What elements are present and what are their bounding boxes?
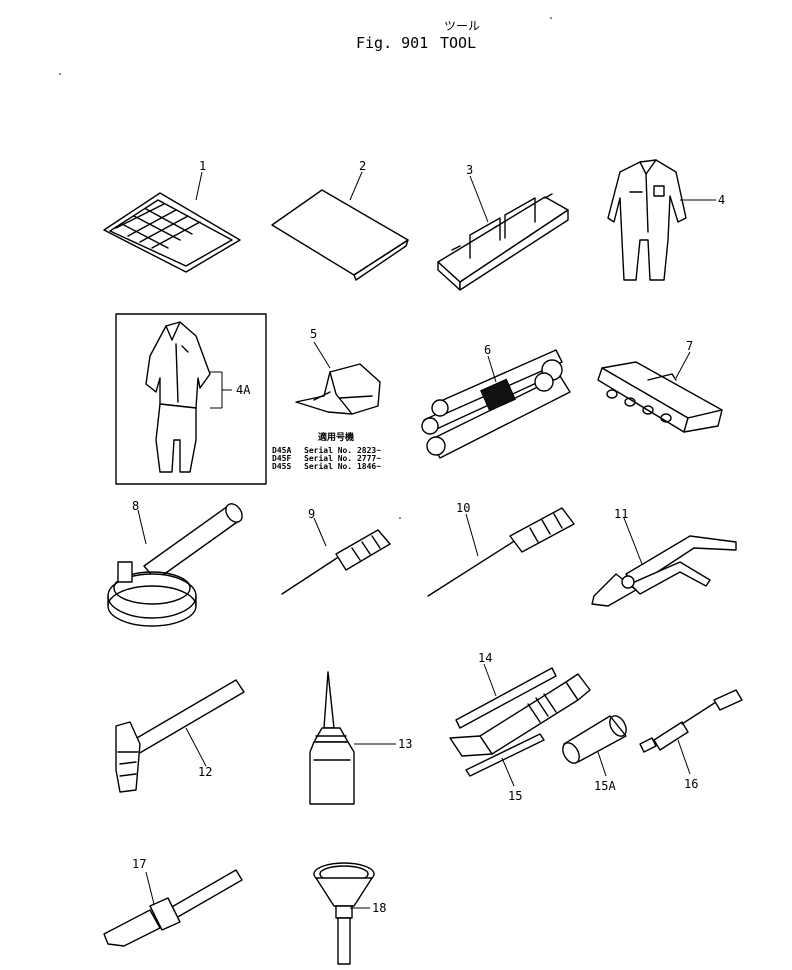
part-9-screwdriver: 9 — [281, 507, 391, 595]
callout-13: 13 — [398, 737, 412, 751]
part-7-socket-case: 7 — [597, 339, 723, 433]
part-14-grease-gun: 14 15 — [449, 651, 591, 803]
serial-row-text: Serial No. 2777~ — [304, 453, 381, 463]
serial-row-model: D45F — [272, 454, 291, 463]
callout-15a: 15A — [594, 779, 616, 793]
callout-15: 15 — [508, 789, 522, 803]
part-10-screwdriver: 10 — [427, 501, 575, 597]
callout-11: 11 — [614, 507, 628, 521]
part-11-pliers: 11 — [591, 507, 737, 607]
callout-12: 12 — [198, 765, 212, 779]
serial-row-model: D45A — [272, 446, 291, 455]
part-2-manual: 2 — [271, 159, 409, 281]
scan-speck — [59, 73, 61, 75]
callout-8: 8 — [132, 499, 139, 513]
callout-17: 17 — [132, 857, 146, 871]
callout-10: 10 — [456, 501, 470, 515]
part-17-scraper: 17 — [103, 857, 243, 947]
part-18-funnel: 18 — [313, 862, 386, 965]
scan-speck — [550, 17, 552, 19]
title-english: TOOL — [440, 34, 476, 52]
callout-2: 2 — [359, 159, 366, 173]
serial-row-text: Serial No. 1846~ — [304, 461, 381, 471]
serial-row-model: D45S — [272, 462, 291, 471]
part-12-hammer: 12 — [115, 679, 245, 793]
part-4-coverall: 4 — [607, 159, 725, 281]
callout-4a: 4A — [236, 383, 251, 397]
serial-row-text: Serial No. 2823~ — [304, 445, 381, 455]
part-16-extension-bar: 16 — [639, 689, 743, 791]
part-5-cap: 5 — [295, 327, 381, 415]
title-japanese: ツール — [444, 19, 480, 33]
callout-14: 14 — [478, 651, 492, 665]
serial-number-note: 適用号機 D45A Serial No. 2823~ D45F Serial N… — [272, 431, 381, 471]
part-15a-cartridge: 15A — [562, 715, 627, 793]
callout-9: 9 — [308, 507, 315, 521]
part-6-wrench-set: 6 — [421, 343, 571, 459]
callout-1: 1 — [199, 159, 206, 173]
part-13-oil-can: 13 — [309, 671, 412, 805]
serial-note-heading: 適用号機 — [318, 431, 354, 443]
callout-6: 6 — [484, 343, 491, 357]
callout-18: 18 — [372, 901, 386, 915]
part-8-filter-wrench: 8 — [107, 499, 243, 627]
part-1-parts-chart: 1 — [103, 159, 241, 273]
callout-4: 4 — [718, 193, 725, 207]
part-4a-work-suit: 4A — [115, 313, 267, 485]
callout-7: 7 — [686, 339, 693, 353]
callout-3: 3 — [466, 163, 473, 177]
part-3-tool-bag: 3 — [437, 163, 569, 291]
scan-speck — [399, 517, 401, 519]
callout-5: 5 — [310, 327, 317, 341]
callout-16: 16 — [684, 777, 698, 791]
figure-label: Fig. 901 — [356, 34, 428, 52]
